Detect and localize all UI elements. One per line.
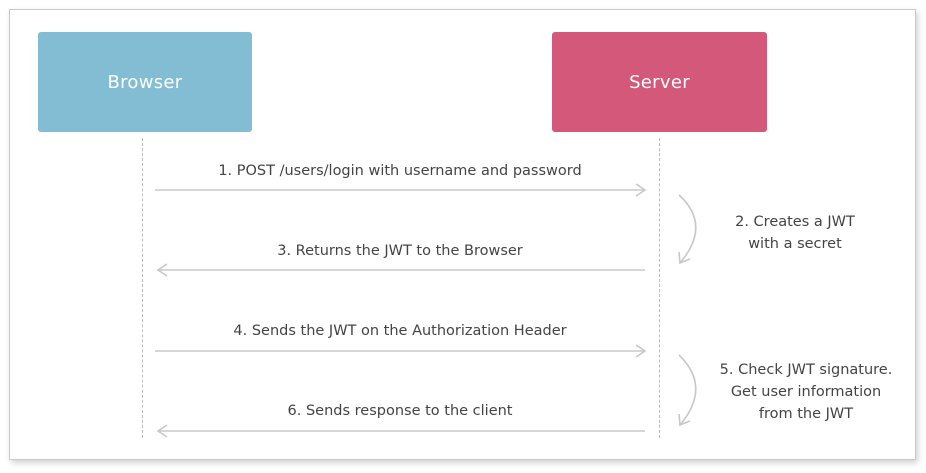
server-label: Server bbox=[629, 71, 690, 93]
note-step-2-line-1: 2. Creates a JWT bbox=[735, 214, 855, 230]
note-step-5-line-2: Get user information bbox=[730, 384, 882, 400]
note-step-5-line-1: 5. Check JWT signature. bbox=[719, 362, 893, 378]
message-1-label: 1. POST /users/login with username and p… bbox=[218, 163, 582, 179]
server-lifeline bbox=[659, 138, 660, 438]
note-step-2: 2. Creates a JWT with a secret bbox=[705, 211, 885, 255]
message-3-label: 3. Returns the JWT to the Browser bbox=[277, 243, 523, 259]
note-step-2-line-2: with a secret bbox=[748, 236, 842, 252]
server-actor-box: Server bbox=[552, 32, 767, 132]
note-step-5-line-3: from the JWT bbox=[758, 406, 854, 422]
note-step-5: 5. Check JWT signature. Get user informa… bbox=[706, 359, 906, 425]
message-6-label: 6. Sends response to the client bbox=[287, 403, 513, 419]
browser-label: Browser bbox=[107, 71, 183, 93]
browser-lifeline bbox=[142, 138, 143, 438]
message-4-label: 4. Sends the JWT on the Authorization He… bbox=[233, 323, 567, 339]
browser-actor-box: Browser bbox=[38, 32, 252, 132]
